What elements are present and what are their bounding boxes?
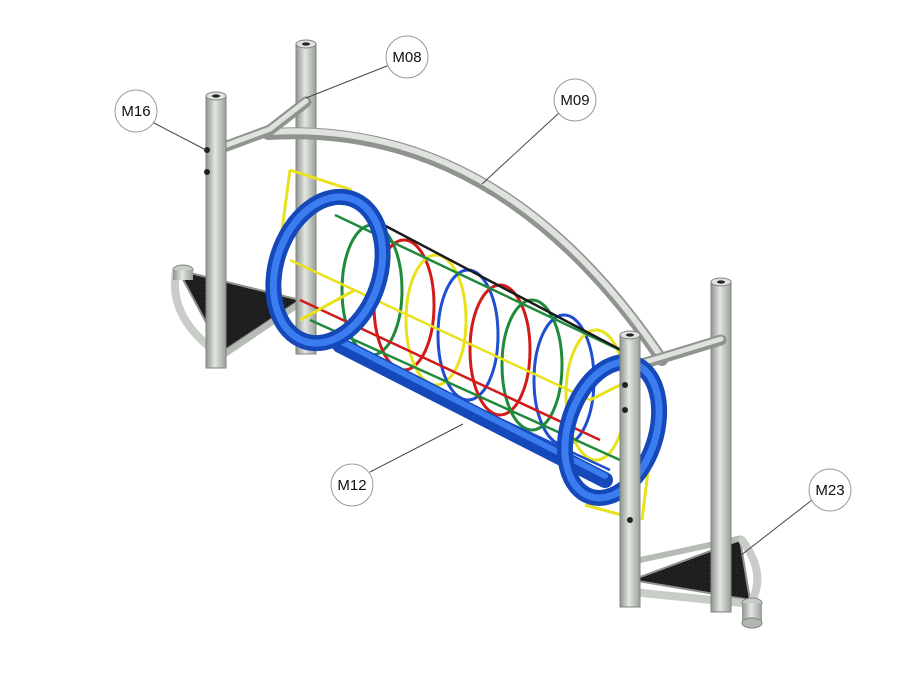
callout-label: M12 <box>337 477 366 494</box>
callout-m09: M09 <box>553 78 597 122</box>
callout-label: M09 <box>560 92 589 109</box>
right-platform <box>628 535 763 629</box>
callout-label: M08 <box>392 49 421 66</box>
callout-label: M23 <box>815 482 844 499</box>
callout-m16: M16 <box>114 89 158 133</box>
back-right-post <box>710 277 732 613</box>
callout-m12: M12 <box>330 463 374 507</box>
callout-leaders <box>151 63 813 557</box>
callout-m08: M08 <box>385 35 429 79</box>
callout-label: M16 <box>121 103 150 120</box>
front-right-post <box>619 330 641 608</box>
front-left-post <box>204 91 227 369</box>
callout-m23: M23 <box>808 468 852 512</box>
tunnel-end-ring-back <box>265 188 391 352</box>
